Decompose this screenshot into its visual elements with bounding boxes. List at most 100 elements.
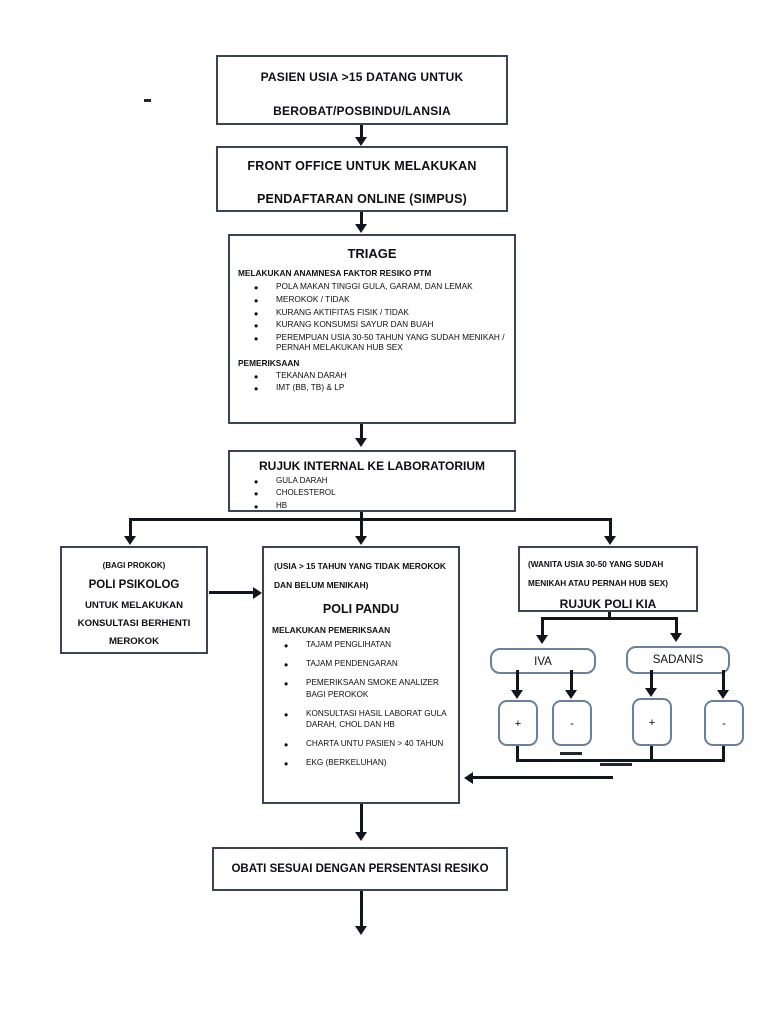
node-triage-heading: TRIAGE (347, 246, 397, 261)
node-rujuk-poli-kia-heading: RUJUK POLI KIA (559, 597, 657, 611)
connector-iva-to-minus (570, 670, 573, 692)
node-poli-pandu-list: TAJAM PENGLIHATAN TAJAM PENDENGARAN PEME… (264, 638, 458, 773)
list-item: PEMERIKSAAN SMOKE ANALIZER BAGI PEROKOK (284, 676, 458, 701)
list-item: PEREMPUAN USIA 30-50 TAHUN YANG SUDAH ME… (254, 332, 514, 353)
connector-return-to-pandu (473, 776, 613, 779)
node-iva-label: IVA (534, 656, 552, 668)
connector-pasien-to-front (360, 125, 363, 139)
arrowhead-rujuk-poli-kia (604, 536, 616, 545)
underline-mark-iva-negative (560, 752, 582, 755)
arrowhead-sadanis-plus (645, 688, 657, 697)
node-iva-negative[interactable]: - (552, 700, 592, 746)
arrowhead-poli-pandu (355, 536, 367, 545)
node-poli-pandu-subheading: MELAKUKAN PEMERIKSAAN (272, 625, 391, 635)
connector-lab-stem (360, 512, 363, 520)
arrowhead-poli-psikolog (124, 536, 136, 545)
connector-branch-center (360, 518, 363, 538)
node-laboratorium-heading: RUJUK INTERNAL KE LABORATORIUM (258, 459, 485, 473)
list-item: MEROKOK / TIDAK (254, 294, 514, 308)
list-item: TEKANAN DARAH (254, 370, 514, 384)
node-obati-label: OBATI SESUAI DENGAN PERSENTASI RESIKO (231, 863, 489, 875)
list-item: KURANG KONSUMSI SAYUR DAN BUAH (254, 319, 514, 333)
connector-sadanis-plus-down (650, 746, 653, 762)
node-iva-positive[interactable]: + (498, 700, 538, 746)
arrowhead-return-pandu (464, 772, 473, 784)
arrowhead-sadanis (670, 633, 682, 642)
node-poli-psikolog-line3: MEROKOK (108, 636, 160, 647)
node-triage-risk-list: POLA MAKAN TINGGI GULA, GARAM, DAN LEMAK… (230, 281, 514, 353)
arrowhead-obati-out (355, 926, 367, 935)
arrowhead-lab (355, 438, 367, 447)
node-poli-pandu[interactable]: (USIA > 15 TAHUN YANG TIDAK MEROKOK DAN … (262, 546, 460, 804)
node-poli-pandu-condition-line1: (USIA > 15 TAHUN YANG TIDAK MEROKOK (274, 561, 446, 571)
connector-iva-to-plus (516, 670, 519, 692)
node-front-office-line2: PENDAFTARAN ONLINE (SIMPUS) (256, 192, 468, 206)
connector-sadanis-to-minus (722, 670, 725, 692)
node-sadanis-positive-label: + (648, 717, 656, 729)
arrowhead-pandu-from-psikolog (253, 587, 262, 599)
connector-kia-to-iva (541, 617, 544, 637)
list-item: CHARTA UNTU PASIEN > 40 TAHUN (284, 737, 458, 754)
connector-kia-stem (608, 612, 611, 620)
node-sadanis-negative-label: - (722, 718, 726, 730)
node-rujuk-poli-kia[interactable]: (WANITA USIA 30-50 YANG SUDAH MENIKAH AT… (518, 546, 698, 612)
node-poli-psikolog-line2: KONSULTASI BERHENTI (77, 618, 191, 629)
list-item: GULA DARAH (254, 475, 514, 490)
connector-kia-bus (541, 617, 677, 620)
node-poli-psikolog[interactable]: (BAGI PROKOK) POLI PSIKOLOG UNTUK MELAKU… (60, 546, 208, 654)
node-pasien-line1: PASIEN USIA >15 DATANG UNTUK (260, 70, 464, 84)
node-sadanis-label: SADANIS (652, 654, 704, 666)
list-item: KONSULTASI HASIL LABORAT GULA DARAH, CHO… (284, 707, 458, 732)
connector-bus-horizontal (129, 518, 612, 521)
list-item: POLA MAKAN TINGGI GULA, GARAM, DAN LEMAK (254, 281, 514, 295)
arrowhead-iva-minus (565, 690, 577, 699)
node-sadanis[interactable]: SADANIS (626, 646, 730, 674)
connector-kia-to-sadanis (675, 617, 678, 635)
node-front-office-line1: FRONT OFFICE UNTUK MELAKUKAN (247, 159, 477, 173)
node-triage[interactable]: TRIAGE MELAKUKAN ANAMNESA FAKTOR RESIKO … (228, 234, 516, 424)
node-front-office[interactable]: FRONT OFFICE UNTUK MELAKUKAN PENDAFTARAN… (216, 146, 508, 212)
node-poli-psikolog-line1: UNTUK MELAKUKAN (84, 600, 184, 611)
list-item: CHOLESTEROL (254, 487, 514, 502)
node-rujuk-poli-kia-condition-line1: (WANITA USIA 30-50 YANG SUDAH (528, 560, 664, 569)
node-triage-subheading2: PEMERIKSAAN (238, 357, 300, 368)
node-pasien-line2: BEROBAT/POSBINDU/LANSIA (273, 104, 451, 118)
node-sadanis-positive[interactable]: + (632, 698, 672, 746)
node-rujuk-poli-kia-condition-line2: MENIKAH ATAU PERNAH HUB SEX) (528, 579, 668, 588)
arrowhead-iva-plus (511, 690, 523, 699)
node-obati[interactable]: OBATI SESUAI DENGAN PERSENTASI RESIKO (212, 847, 508, 891)
connector-merge-bus (516, 759, 725, 762)
node-iva[interactable]: IVA (490, 648, 596, 674)
connector-sadanis-to-plus (650, 670, 653, 690)
list-item: TAJAM PENGLIHATAN (284, 638, 458, 655)
list-item: EKG (BERKELUHAN) (284, 756, 458, 773)
connector-triage-to-lab (360, 424, 363, 440)
node-poli-pandu-condition-line2: DAN BELUM MENIKAH) (274, 580, 369, 590)
arrowhead-front-office (355, 137, 367, 146)
connector-psikolog-to-pandu (209, 591, 254, 594)
arrowhead-iva (536, 635, 548, 644)
node-poli-pandu-heading: POLI PANDU (322, 602, 400, 616)
arrowhead-triage (355, 224, 367, 233)
list-item: TAJAM PENDENGARAN (284, 657, 458, 674)
connector-front-to-triage (360, 212, 363, 225)
arrowhead-obati (355, 832, 367, 841)
node-iva-positive-label: + (514, 718, 522, 730)
node-laboratorium[interactable]: RUJUK INTERNAL KE LABORATORIUM GULA DARA… (228, 450, 516, 515)
node-sadanis-negative[interactable]: - (704, 700, 744, 746)
node-pasien[interactable]: PASIEN USIA >15 DATANG UNTUK BEROBAT/POS… (216, 55, 508, 125)
node-triage-exam-list: TEKANAN DARAH IMT (BB, TB) & LP (230, 370, 514, 397)
connector-sadanis-minus-down (722, 746, 725, 762)
connector-branch-right (609, 518, 612, 538)
connector-iva-plus-down (516, 746, 519, 762)
list-item: IMT (BB, TB) & LP (254, 382, 514, 396)
connector-obati-out (360, 891, 363, 928)
arrowhead-sadanis-minus (717, 690, 729, 699)
node-iva-negative-label: - (570, 718, 574, 730)
node-poli-psikolog-condition: (BAGI PROKOK) (102, 561, 166, 570)
node-poli-psikolog-heading: POLI PSIKOLOG (88, 579, 180, 591)
node-triage-subheading: MELAKUKAN ANAMNESA FAKTOR RESIKO PTM (238, 268, 432, 278)
node-laboratorium-list: GULA DARAH CHOLESTEROL HB (230, 473, 514, 515)
list-item: HB (254, 500, 514, 515)
